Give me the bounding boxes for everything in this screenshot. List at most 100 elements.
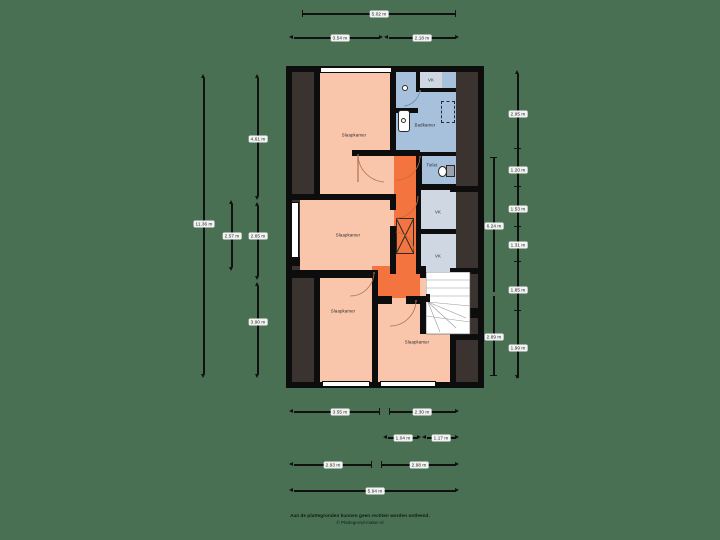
room-label-bedroom-bottom-right: Slaapkamer [404,339,430,345]
vide-opening [396,218,414,254]
wall-cavity-right-upper [456,72,478,192]
wall-bath-left-a [390,72,396,108]
bathroom-cabinet [441,101,455,123]
dim-arrow [455,409,459,413]
door-hall-mid [395,195,420,222]
dim-arrow [422,435,426,439]
dim-label-left-total: 11.36 m [193,220,215,228]
dim-label-left-257: 2.57 m [222,232,242,240]
dim-label-left-461: 4.61 m [248,135,268,143]
dim-tick [514,310,521,312]
dim-label-bottom-104: 1.04 m [393,434,413,442]
wall-closet-mid1-left [416,188,421,232]
room-label-bathroom: Badkamer [414,122,436,128]
wall-closet-top-bottom [416,88,456,92]
wall-bedroom-br-top-a [378,296,392,304]
dim-arrow [201,74,205,78]
closet-mid-2 [420,234,456,274]
door-bedroom-bottom-right [389,299,418,328]
hall-upper [394,154,420,274]
wall-left-outer [286,66,292,388]
toilet-cistern-icon [446,165,455,177]
dim-label-right-153: 1.53 m [508,205,528,213]
wall-right-step-b [450,268,478,274]
dim-arrow [255,282,259,286]
wall-bath-hall-divider [352,150,420,156]
staircase-winder [426,272,471,335]
wall-cavity-left-lower [292,266,314,382]
room-label-toilet: Toilet [426,162,438,168]
dim-tick [302,10,304,17]
dim-line [257,206,259,276]
closet-label-mid-1: VK [434,209,442,215]
closet-top [420,72,442,90]
wall-closet-mid-divider [416,229,456,234]
dim-label-right-295: 2.95 m [508,110,528,118]
floorplan-drawing: Slaapkamer Slaapkamer Slaapkamer Slaapka… [286,66,484,388]
dim-label-right-120: 1.20 m [508,166,528,174]
vide-cross-icon [396,218,414,254]
room-label-bedroom-top-left: Slaapkamer [341,132,367,138]
room-label-bedroom-mid-left: Slaapkamer [335,232,361,238]
wall-left-notch [292,257,300,266]
wall-left-inner-upper [314,66,320,196]
dim-arrow [515,375,519,379]
wall-hall-left-a [390,196,396,210]
dim-arrow [417,435,421,439]
wall-cavity-right-mid [456,192,478,274]
dim-arrow [289,462,293,466]
dim-label-top-2: 3.54 m [330,34,350,42]
dim-tick [371,461,373,468]
dim-label-right-199: 1.99 m [508,344,528,352]
shower-drain-icon [402,85,408,91]
dim-line [257,286,259,374]
dim-arrow [455,435,459,439]
dim-label-bottom-355: 3.55 m [330,408,350,416]
dim-tick [379,408,381,415]
wall-closet-top-left [416,72,420,90]
dim-label-right-131: 1.31 m [508,241,528,249]
wall-right-outer [478,66,484,388]
wall-left-inner-lower [314,276,320,384]
wall-closet-mid2-left [416,234,421,274]
dim-tick [514,226,521,228]
window-left-mid [291,202,299,258]
door-hall-top [395,155,422,184]
wall-right-inner-a [450,66,456,72]
wall-bed-bottom-divider [372,270,378,384]
wall-bed-mid-top [320,194,396,200]
dim-tick [490,157,497,159]
footer-line-1: Aan de plattegronden kunnen geen rechten… [290,513,430,518]
door-bedroom-bottom-left [349,271,376,298]
wall-left-step-lower [292,270,320,278]
dim-arrow [255,196,259,200]
dim-tick [490,375,497,377]
dim-tick [514,148,521,150]
dim-label-bottom-594: 5.94 m [365,487,385,495]
dim-arrow [255,74,259,78]
dim-arrow [289,488,293,492]
dim-tick [455,10,457,17]
closet-label-mid-2: VK [434,253,442,259]
wall-hall-left-b [390,226,396,274]
wall-toilet-bottom [416,184,456,189]
basin-drain-icon [401,118,406,123]
closet-mid-1 [420,190,456,230]
dim-label-bottom-298: 2.98 m [409,461,429,469]
dim-arrow [384,35,388,39]
wall-toilet-left [416,152,422,188]
dim-arrow [255,374,259,378]
dim-arrow [229,200,233,204]
wall-left-step-upper [292,194,320,200]
dim-tick [381,461,383,468]
dim-label-bottom-293: 2.93 m [323,461,343,469]
wall-stair-left [420,298,426,334]
dim-arrow [255,276,259,280]
room-bedroom-bottom-left [314,278,372,382]
dim-arrow [229,267,233,271]
wall-right-step-a [450,186,478,192]
wall-bed-mid-bottom [320,270,378,278]
dim-arrow [289,35,293,39]
footer-disclaimer: Aan de plattegronden kunnen geen rechten… [0,512,720,526]
